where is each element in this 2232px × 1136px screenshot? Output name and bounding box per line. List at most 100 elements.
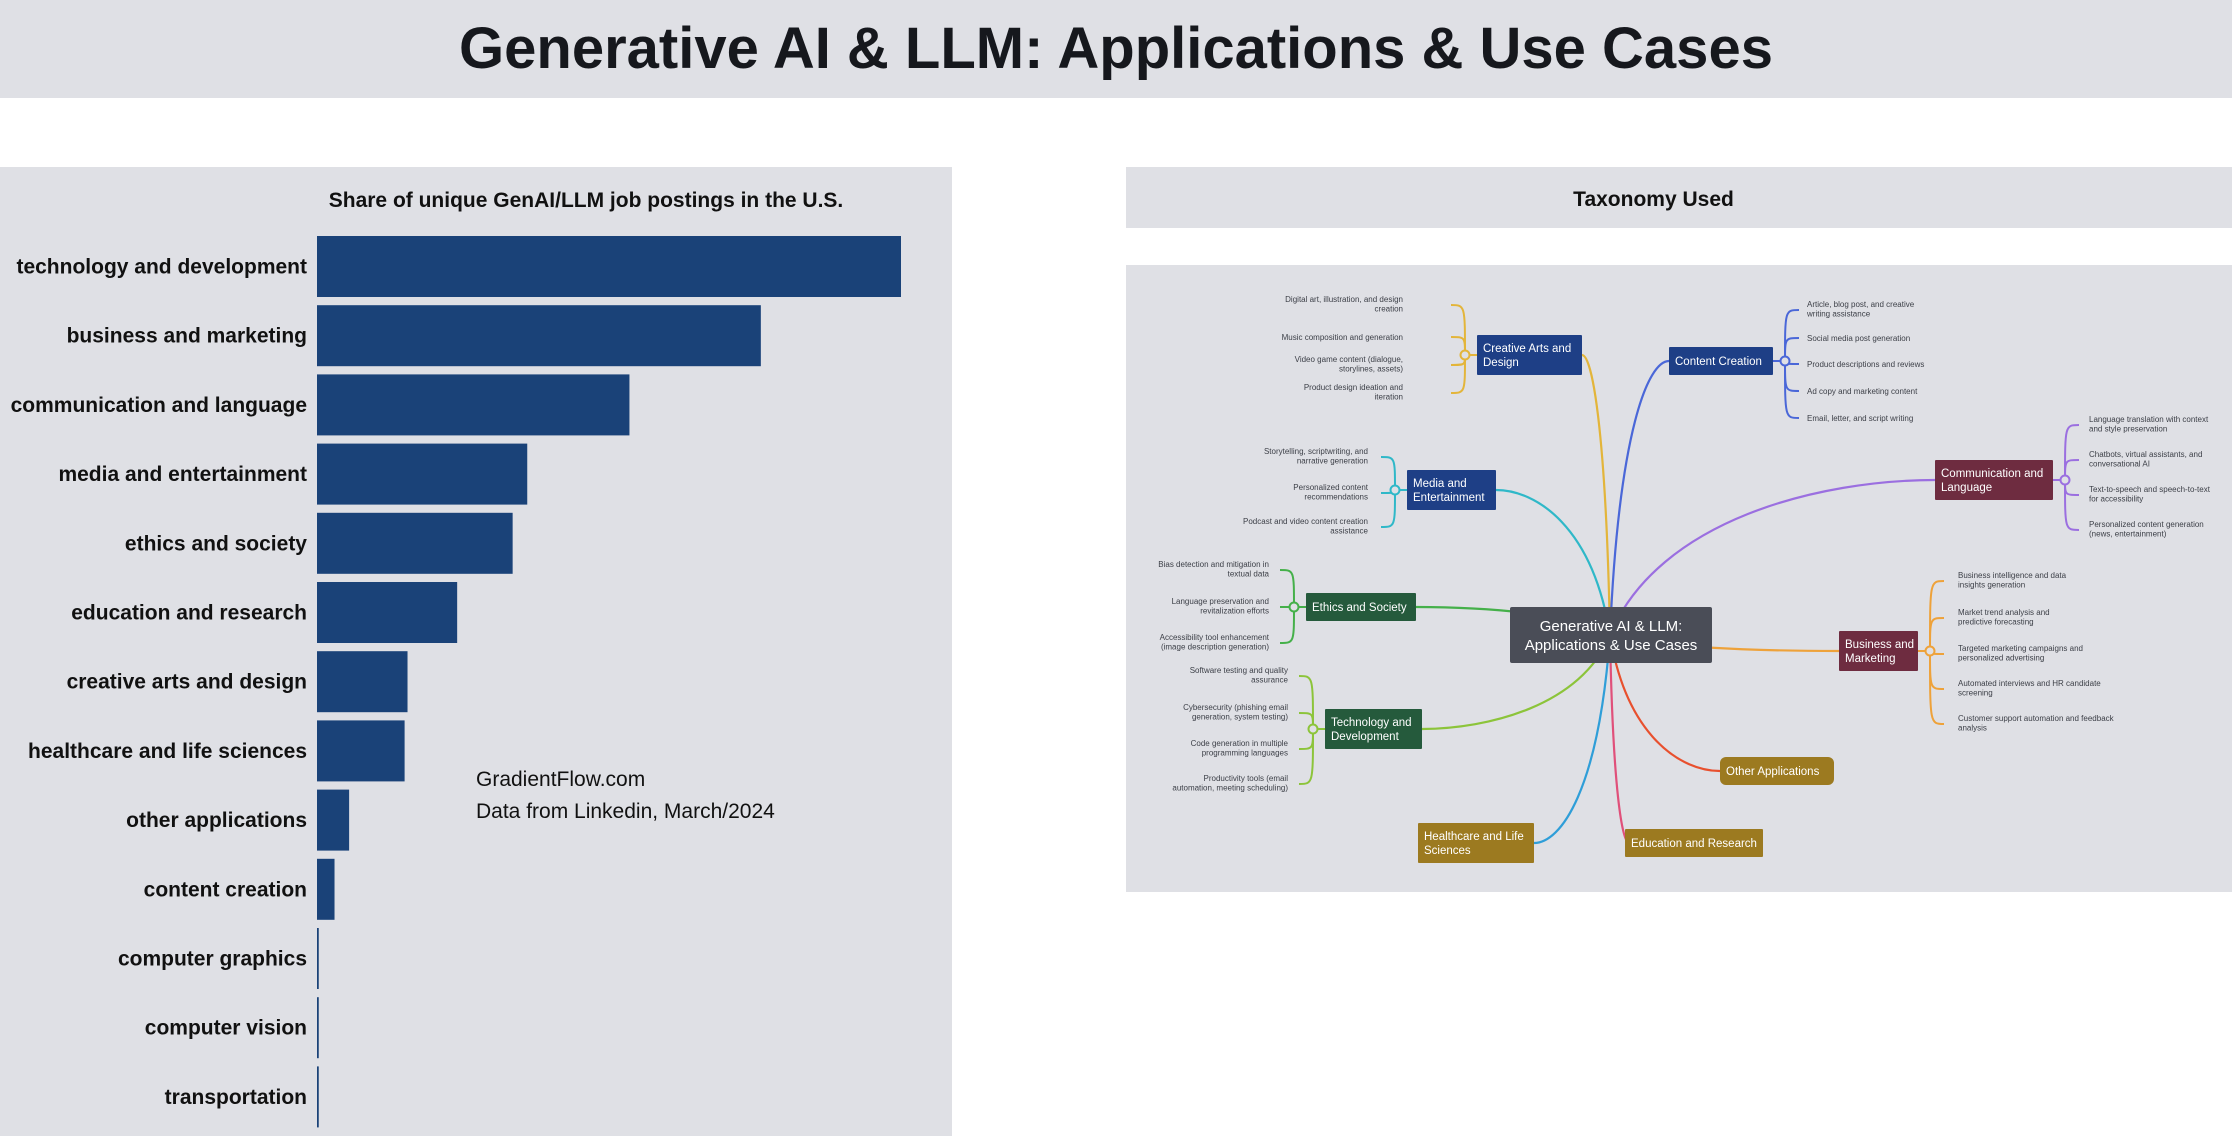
- category-label: computer graphics: [118, 948, 307, 971]
- bar-healthcare-and-life-sciences: [317, 720, 405, 782]
- category-label: ethics and society: [125, 532, 307, 555]
- bar-education-and-research: [317, 582, 458, 643]
- edge-communication: [1608, 478, 1936, 636]
- node-label: Ethics and Society: [1312, 602, 1407, 614]
- leaf-text: Email, letter, and script writing: [1807, 414, 1913, 423]
- leaf-text: Social media post generation: [1807, 334, 1910, 343]
- edge-content: [1608, 359, 1670, 636]
- bar-computer-vision: [317, 997, 319, 1059]
- category-label: education and research: [71, 602, 307, 625]
- bar-business-and-marketing: [317, 305, 761, 367]
- center-label: Generative AI & LLM:Applications & Use C…: [1525, 618, 1698, 654]
- leaf-text: Video game content (dialogue,storylines,…: [1295, 355, 1404, 374]
- node-content: Content Creation: [1669, 347, 1773, 375]
- category-label: computer vision: [145, 1017, 307, 1040]
- leaf-text: Ad copy and marketing content: [1807, 387, 1918, 396]
- taxonomy-title: Taxonomy Used: [1573, 188, 1734, 211]
- edge-creative: [1581, 353, 1612, 636]
- category-label: technology and development: [16, 256, 307, 279]
- category-label: media and entertainment: [58, 463, 307, 486]
- node-education: Education and Research: [1625, 829, 1763, 857]
- bars-group: [317, 236, 901, 1128]
- bar-ethics-and-society: [317, 512, 513, 574]
- edge-media: [1495, 488, 1612, 636]
- header-bar: [0, 0, 2232, 98]
- leaf-text: Product descriptions and reviews: [1807, 360, 1924, 369]
- bar-chart: Share of unique GenAI/LLM job postings i…: [11, 189, 901, 1128]
- bar-chart-panel: Share of unique GenAI/LLM job postings i…: [0, 167, 952, 1136]
- node-other: Other Applications: [1720, 757, 1834, 785]
- leaf-text: Personalized content generation(news, en…: [2089, 520, 2204, 539]
- bar-communication-and-language: [317, 374, 630, 436]
- edge-other: [1608, 634, 1721, 773]
- node-label: Content Creation: [1675, 356, 1762, 368]
- bar-computer-graphics: [317, 928, 319, 989]
- node-label: Other Applications: [1726, 766, 1820, 778]
- node-label: Education and Research: [1631, 838, 1757, 850]
- leaf-text: Customer support automation and feedback…: [1958, 714, 2115, 733]
- leaf-text: Accessibility tool enhancement(image des…: [1160, 633, 1270, 652]
- taxonomy-header-bar: [1126, 167, 2232, 228]
- category-label: communication and language: [11, 394, 307, 417]
- category-label: other applications: [126, 809, 307, 832]
- category-label: business and marketing: [67, 325, 307, 348]
- bar-transportation: [317, 1066, 319, 1128]
- category-labels-group: technology and development business and m…: [11, 256, 308, 1109]
- mindmap-edges: [1415, 353, 1936, 845]
- page-title: Generative AI & LLM: Applications & Use …: [459, 16, 1773, 81]
- chart-title: Share of unique GenAI/LLM job postings i…: [329, 189, 844, 212]
- leaf-text: Music composition and generation: [1282, 333, 1403, 342]
- category-label: creative arts and design: [67, 671, 307, 694]
- source-note-data: Data from Linkedin, March/2024: [476, 800, 775, 823]
- source-note-site: GradientFlow.com: [476, 768, 645, 791]
- node-center: Generative AI & LLM:Applications & Use C…: [1510, 607, 1712, 663]
- bar-creative-arts-and-design: [317, 651, 408, 713]
- bar-content-creation: [317, 858, 335, 920]
- bar-technology-and-development: [317, 236, 901, 297]
- category-label: healthcare and life sciences: [28, 740, 307, 763]
- category-label: content creation: [144, 878, 307, 901]
- edge-education: [1608, 634, 1630, 845]
- bar-other-applications: [317, 789, 350, 851]
- category-label: transportation: [165, 1086, 307, 1109]
- edge-healthcare: [1533, 634, 1612, 845]
